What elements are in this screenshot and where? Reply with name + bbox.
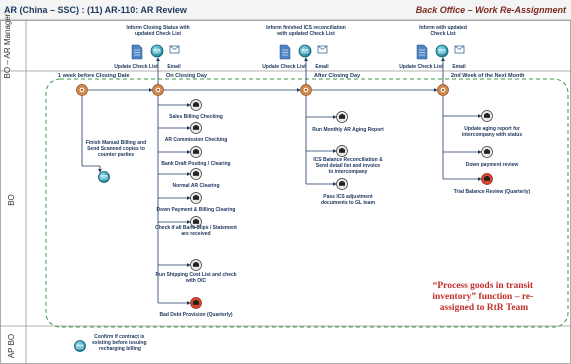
email-process-icon	[74, 340, 86, 352]
task-label: ICS Balance Reconciliation &Send detail …	[313, 157, 383, 175]
milestone-label: 2nd Week of the Next Month	[451, 73, 525, 79]
email-process-icon	[298, 44, 312, 58]
envelope-icon	[317, 45, 328, 54]
milestone-clock-icon	[300, 84, 312, 96]
task-process-icon	[190, 146, 202, 158]
milestone-label: On Closing Day	[166, 73, 208, 79]
task-label: AR Commission Checking	[165, 137, 228, 143]
task-process-icon	[190, 259, 202, 271]
milestone-label: After Closing Day	[314, 73, 361, 79]
page-title: AR (China – SSC) : (11) AR-110: AR Revie…	[4, 5, 188, 15]
milestone-label: 1 week before Closing Date	[58, 73, 130, 79]
task-process-icon	[190, 297, 202, 309]
email-process-icon	[150, 44, 164, 58]
task-process-icon	[336, 145, 348, 157]
task-process-icon	[336, 111, 348, 123]
task-label: Trial Balance Review (Quarterly)	[454, 189, 531, 195]
ap-task-label: Confirm if contract is existing before i…	[92, 334, 148, 352]
lane-label-manager: BO – AR Manager	[3, 13, 12, 78]
page-subtitle: Back Office – Work Re-Assignment	[416, 5, 567, 15]
task-label: Normal AR Clearing	[172, 183, 219, 189]
milestone-clock-icon	[76, 84, 88, 96]
task-label: Down payment review	[466, 162, 519, 168]
task-process-icon	[190, 192, 202, 204]
task-label: Bank Draft Posting / Clearing	[161, 161, 230, 167]
task-process-icon	[190, 122, 202, 134]
task-process-icon	[481, 110, 493, 122]
update-check-list-label: Update Check List	[262, 64, 306, 70]
task-process-icon	[190, 99, 202, 111]
task-process-icon	[190, 216, 202, 228]
task-process-icon	[481, 146, 493, 158]
document-icon	[279, 44, 291, 60]
document-icon	[131, 44, 143, 60]
task-label: Bad Debt Provision (Quarterly)	[159, 312, 232, 318]
bo-lane-flow: 1 week before Closing Date On Closing Day…	[58, 73, 531, 318]
milestone-clock-icon	[152, 84, 164, 96]
email-label: Email	[452, 64, 466, 70]
ap-bo-task: Confirm if contract is existing before i…	[74, 334, 148, 352]
email-process-icon	[435, 44, 449, 58]
update-check-list-label: Update Check List	[114, 64, 158, 70]
lane-label-ap-bo: AP BO	[7, 334, 16, 358]
email-label: Email	[315, 64, 329, 70]
header-bar	[0, 0, 571, 20]
email-process-icon	[98, 171, 110, 183]
task-process-icon	[481, 173, 493, 185]
document-icon	[416, 44, 428, 60]
task-process-icon	[190, 168, 202, 180]
task-process-icon	[336, 178, 348, 190]
envelope-icon	[169, 45, 180, 54]
lane-label-bo: BO	[7, 194, 16, 206]
envelope-icon	[454, 45, 465, 54]
update-check-list-label: Update Check List	[399, 64, 443, 70]
email-label: Email	[167, 64, 181, 70]
reassignment-note: “Process goods in transit inventory” fun…	[432, 280, 535, 313]
task-label: Down Payment & Billing Clearing	[157, 207, 236, 213]
task-label: Run Monthly AR Aging Report	[312, 127, 384, 133]
task-label: Sales Billing Checking	[169, 114, 223, 120]
dashed-process-boundary	[45, 78, 569, 328]
milestone-clock-icon	[437, 84, 449, 96]
